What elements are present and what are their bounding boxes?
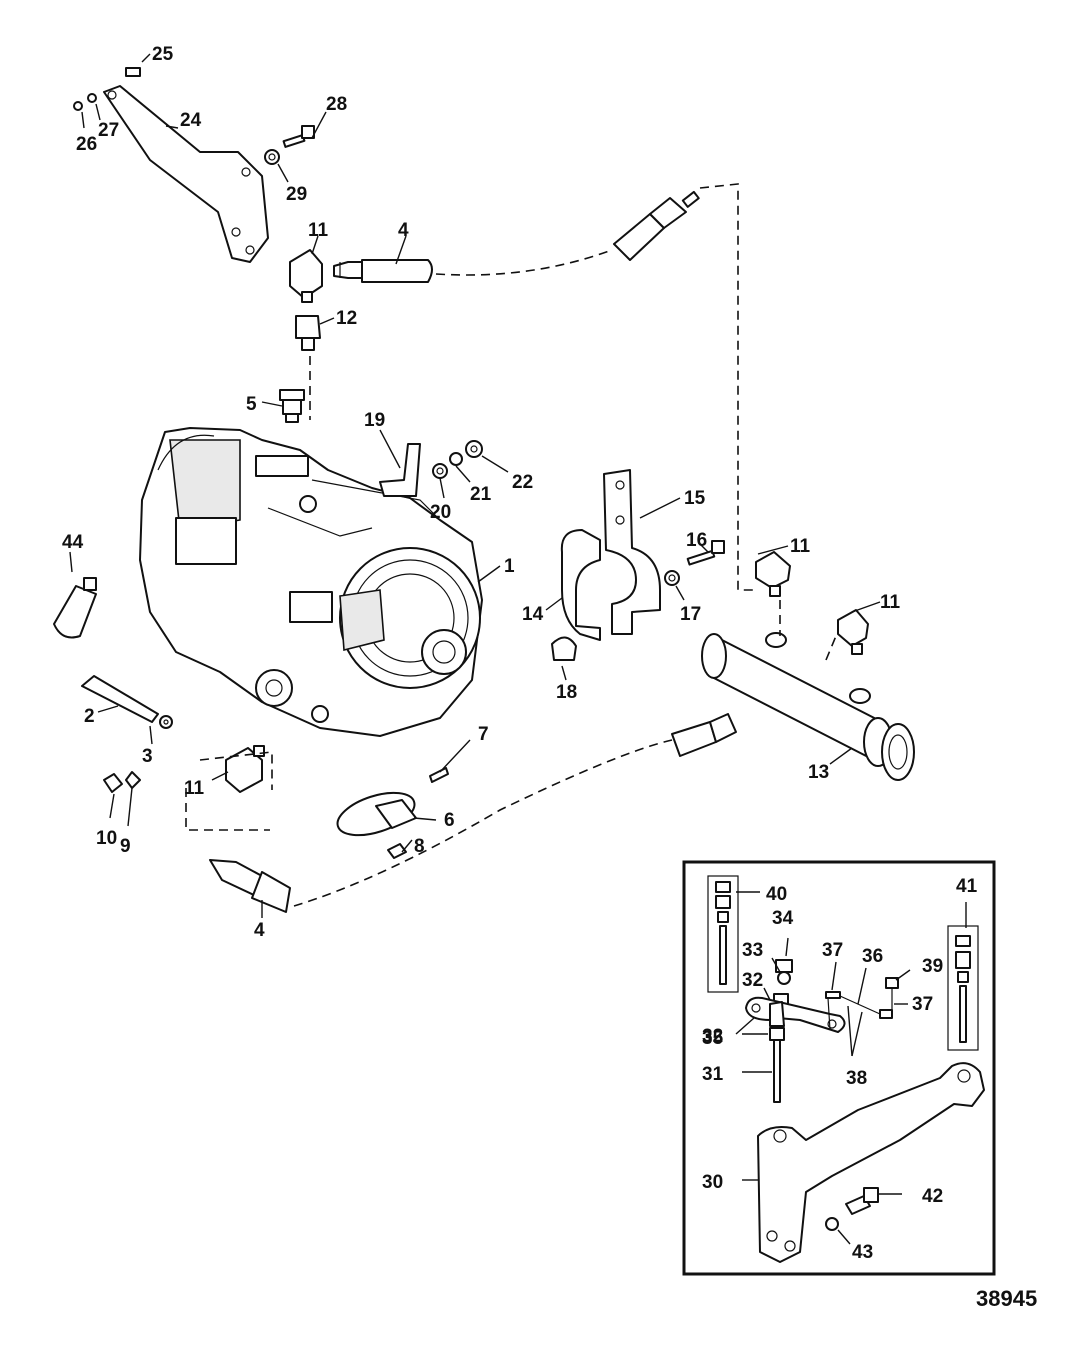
callout-11: 11 xyxy=(184,778,205,799)
callout-2: 2 xyxy=(84,706,95,727)
washer-29 xyxy=(264,149,280,165)
callout-10: 10 xyxy=(96,828,117,849)
callout-3: 3 xyxy=(142,746,153,767)
inset-detail-box xyxy=(682,860,996,1276)
callout-26: 26 xyxy=(76,134,97,155)
callout-9: 9 xyxy=(120,836,131,857)
oil-cooler-13 xyxy=(701,632,915,781)
plug-44 xyxy=(53,577,97,639)
cap-18 xyxy=(551,636,577,661)
callout-32: 32 xyxy=(702,1026,723,1047)
callout-17: 17 xyxy=(680,604,701,625)
plate-6 xyxy=(336,791,417,837)
callout-22: 22 xyxy=(512,472,533,493)
elbow-fitting-11-cooler-b xyxy=(837,609,869,655)
screw-8 xyxy=(387,843,407,859)
callout-24: 24 xyxy=(180,110,202,131)
elbow-fitting-11-top xyxy=(289,249,323,303)
parts-stack-40 xyxy=(707,875,739,993)
transmission-housing-1 xyxy=(139,427,483,737)
callout-15: 15 xyxy=(684,488,706,509)
callout-30: 30 xyxy=(702,1172,723,1193)
hose-4-lower xyxy=(209,859,291,913)
callout-21: 21 xyxy=(470,484,492,505)
callout-11: 11 xyxy=(790,536,811,557)
callout-33: 33 xyxy=(742,940,763,961)
washer-20 xyxy=(432,463,448,479)
callout-39: 39 xyxy=(922,956,943,977)
callout-40: 40 xyxy=(766,884,787,905)
fitting-12 xyxy=(295,315,321,351)
callout-31: 31 xyxy=(702,1064,724,1085)
lockwasher-21 xyxy=(449,452,463,466)
screw-7 xyxy=(429,767,449,783)
callout-42: 42 xyxy=(922,1186,943,1207)
callout-41: 41 xyxy=(956,876,978,897)
elbow-fitting-11-left xyxy=(225,745,265,793)
hose-4-upper xyxy=(333,259,433,283)
washer-3 xyxy=(159,715,173,729)
callout-14: 14 xyxy=(522,604,544,625)
callout-12: 12 xyxy=(336,308,357,329)
callout-13: 13 xyxy=(808,762,829,783)
parts-stack-41 xyxy=(947,925,979,1051)
inset-leader-lines xyxy=(735,891,967,1245)
figure-number: 38945 xyxy=(976,1286,1037,1311)
callout-32: 32 xyxy=(742,970,763,991)
callout-44: 44 xyxy=(62,532,84,553)
callout-18: 18 xyxy=(556,682,577,703)
bracket-19 xyxy=(379,443,421,497)
nut-22 xyxy=(465,440,483,458)
callout-5: 5 xyxy=(246,394,257,415)
callout-29: 29 xyxy=(286,184,307,205)
callout-11: 11 xyxy=(880,592,901,613)
callout-27: 27 xyxy=(98,120,119,141)
sender-5 xyxy=(279,389,305,423)
callout-6: 6 xyxy=(444,810,455,831)
callout-20: 20 xyxy=(430,502,451,523)
callout-labels: 1 2 3 4 4 5 6 7 8 9 10 11 11 11 11 12 13… xyxy=(62,44,978,1263)
callout-11: 11 xyxy=(308,220,329,241)
washer-17 xyxy=(664,570,680,586)
callout-4: 4 xyxy=(398,220,409,241)
clamp-half-15 xyxy=(603,469,661,635)
callout-7: 7 xyxy=(478,724,489,745)
washer-9 xyxy=(125,771,141,789)
callout-19: 19 xyxy=(364,410,385,431)
bolt-16 xyxy=(686,540,725,566)
callout-28: 28 xyxy=(326,94,347,115)
callout-37: 37 xyxy=(822,940,843,961)
callout-37: 37 xyxy=(912,994,933,1015)
routing-dashed-lines xyxy=(185,183,837,907)
callout-35: 35 xyxy=(702,1028,724,1049)
elbow-fitting-11-cooler-a xyxy=(755,551,791,597)
callout-16: 16 xyxy=(686,530,707,551)
callout-4: 4 xyxy=(254,920,265,941)
callout-1: 1 xyxy=(504,556,515,577)
bolt-2 xyxy=(81,675,159,723)
bolt-28 xyxy=(282,125,315,148)
callout-38: 38 xyxy=(846,1068,867,1089)
hose-end-lower-right xyxy=(671,713,737,757)
callout-8: 8 xyxy=(414,836,425,857)
leader-lines xyxy=(69,53,881,918)
callout-43: 43 xyxy=(852,1242,873,1263)
clamp-half-14 xyxy=(560,529,601,641)
hose-end-upper-right xyxy=(613,190,700,261)
callout-36: 36 xyxy=(862,946,883,967)
mounting-bracket-24 xyxy=(73,67,269,263)
callout-25: 25 xyxy=(152,44,174,65)
callout-34: 34 xyxy=(772,908,794,929)
nut-10 xyxy=(103,773,123,793)
